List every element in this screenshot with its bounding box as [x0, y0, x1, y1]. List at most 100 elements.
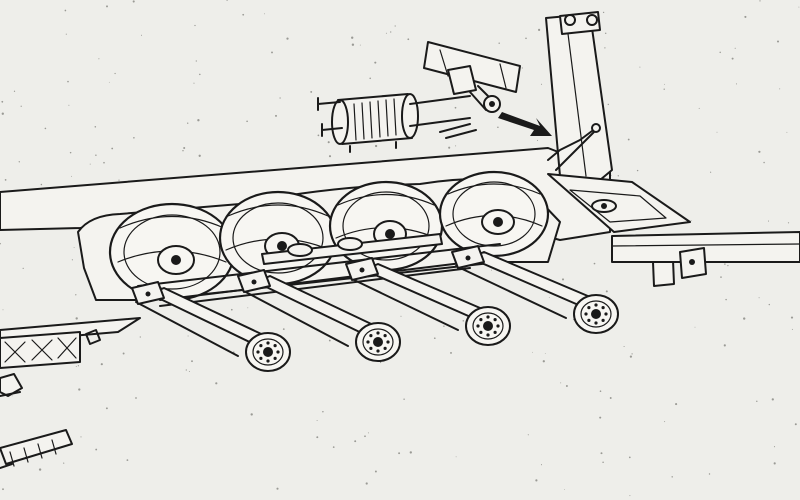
- paper-speck: [710, 171, 712, 173]
- paper-speck: [663, 88, 665, 90]
- paper-speck: [409, 451, 412, 454]
- paper-speck: [727, 265, 729, 267]
- paper-speck: [628, 456, 631, 459]
- brake-drum-1: [245, 332, 291, 372]
- paper-speck: [773, 462, 776, 465]
- paper-speck: [68, 104, 70, 106]
- paper-speck: [629, 495, 631, 497]
- paper-speck: [199, 73, 201, 76]
- paper-speck: [379, 361, 382, 364]
- paper-speck: [316, 436, 319, 439]
- paper-speck: [105, 407, 108, 410]
- paper-speck: [40, 183, 43, 186]
- paper-speck: [98, 58, 100, 60]
- wheel-stud: [273, 356, 277, 360]
- paper-speck: [38, 468, 42, 471]
- paper-speck: [540, 464, 543, 466]
- paper-speck: [498, 42, 500, 44]
- wheel-stud: [266, 359, 270, 363]
- wheel-stud: [256, 350, 260, 354]
- paper-speck: [454, 106, 457, 109]
- pivot-pin: [359, 267, 365, 273]
- paper-speck: [11, 395, 13, 397]
- paper-speck: [367, 432, 369, 434]
- deck-cross-members: [0, 329, 101, 369]
- pivot-pin: [145, 291, 151, 297]
- paper-speck: [690, 220, 692, 222]
- paper-speck: [720, 276, 722, 278]
- paper-speck: [536, 139, 539, 141]
- paper-speck: [94, 126, 97, 128]
- paper-speck: [197, 119, 200, 122]
- paper-speck: [600, 452, 603, 455]
- paper-speck: [605, 290, 608, 293]
- wheel-stud: [479, 318, 483, 322]
- paper-speck: [4, 179, 7, 181]
- paper-speck: [226, 0, 228, 1]
- paper-speck: [13, 90, 16, 92]
- brake-drum-2: [355, 322, 401, 362]
- paper-speck: [64, 9, 67, 12]
- paper-speck: [322, 410, 324, 413]
- paper-speck: [763, 161, 765, 164]
- paper-speck: [771, 398, 774, 401]
- paper-speck: [374, 61, 377, 64]
- paper-speck: [246, 120, 248, 123]
- paper-speck: [398, 452, 401, 455]
- paper-speck: [639, 66, 641, 68]
- axle-hubs: [245, 294, 619, 372]
- paper-speck: [0, 242, 1, 245]
- paper-speck: [63, 462, 65, 464]
- paper-speck: [282, 328, 285, 330]
- wheel-stud: [601, 306, 605, 310]
- paper-speck: [230, 308, 233, 311]
- gooseneck-tower: [545, 11, 613, 181]
- paper-speck: [759, 0, 761, 2]
- paper-speck: [609, 397, 612, 399]
- paper-speck: [731, 57, 734, 60]
- paper-speck: [565, 385, 568, 387]
- paper-speck: [103, 161, 105, 164]
- paper-speck: [140, 34, 143, 36]
- paper-speck: [71, 259, 73, 261]
- paper-speck: [132, 0, 135, 3]
- paper-speck: [185, 369, 187, 371]
- paper-speck: [351, 43, 355, 46]
- paper-speck: [629, 355, 633, 358]
- paper-speck: [374, 144, 378, 148]
- paper-speck: [773, 446, 776, 448]
- paper-speck: [455, 145, 457, 147]
- wheel-stud: [584, 312, 588, 316]
- paper-speck: [525, 37, 527, 40]
- callout-arrow: [498, 112, 552, 136]
- wheel-stud: [496, 324, 500, 328]
- paper-speck: [195, 60, 197, 62]
- paper-speck: [779, 88, 781, 90]
- paper-speck: [767, 220, 770, 222]
- paper-speck: [532, 351, 534, 353]
- paper-speck: [286, 37, 289, 40]
- paper-speck: [756, 400, 758, 403]
- paper-speck: [604, 47, 606, 49]
- paper-speck: [351, 36, 354, 39]
- paper-speck: [455, 456, 457, 458]
- wheel-4: [438, 170, 550, 258]
- paper-speck: [332, 446, 335, 448]
- paper-speck: [276, 487, 279, 490]
- paper-speck: [636, 169, 639, 172]
- paper-speck: [490, 269, 492, 271]
- wheel-stud: [493, 318, 497, 322]
- wheel-stud: [493, 330, 497, 334]
- paper-speck: [122, 352, 125, 355]
- wheel-stud: [369, 334, 373, 338]
- brake-drum-3: [465, 306, 511, 346]
- paper-speck: [139, 336, 141, 338]
- paper-speck: [193, 82, 195, 84]
- paper-speck: [675, 403, 678, 406]
- paper-speck: [22, 267, 24, 270]
- hub-cap: [483, 321, 493, 331]
- hub-cap: [263, 347, 273, 357]
- paper-speck: [75, 294, 77, 296]
- wheel-stud: [369, 346, 373, 350]
